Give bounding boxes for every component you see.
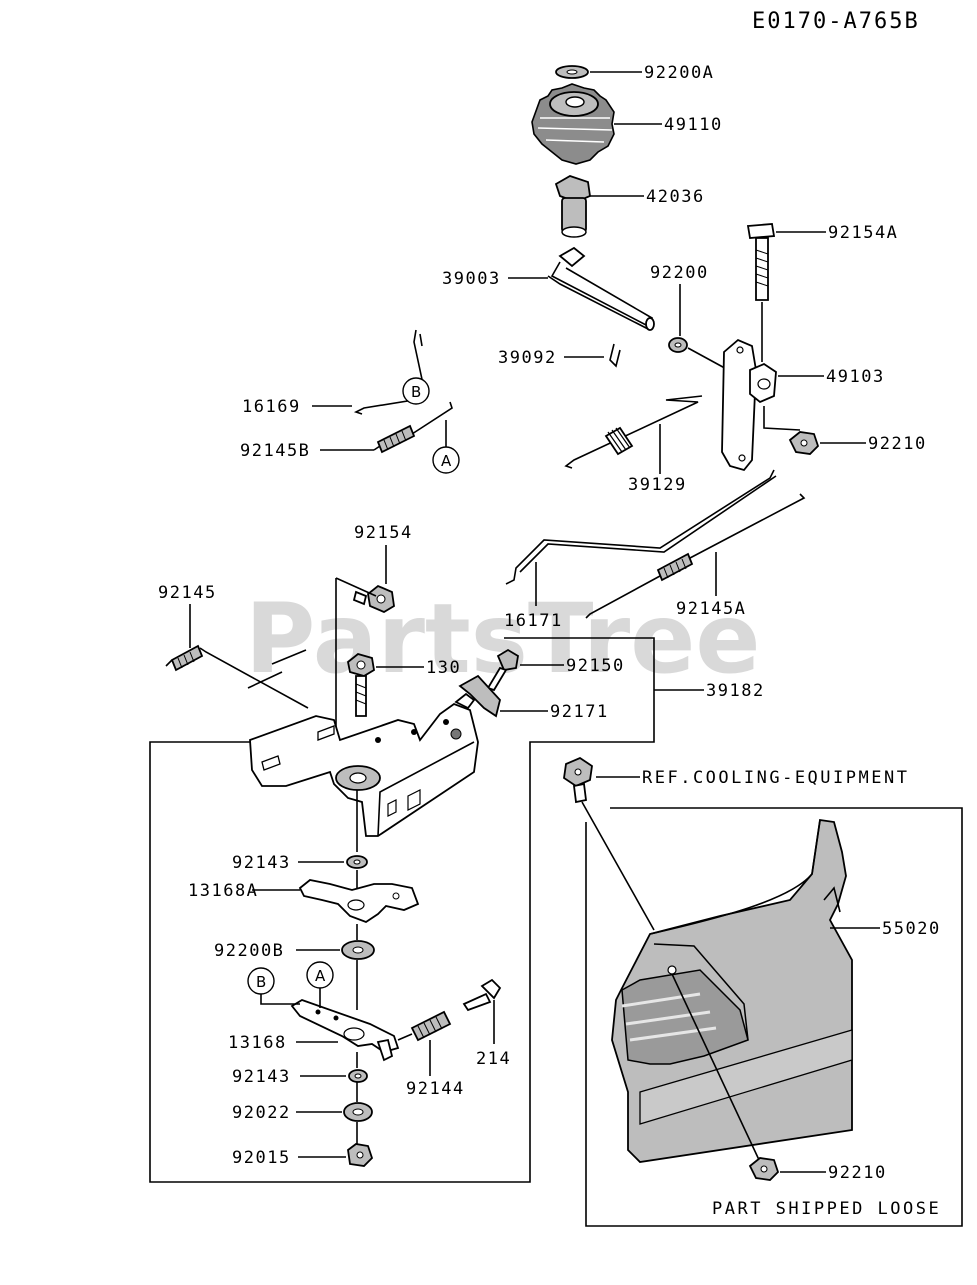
part-92150-screw[interactable] <box>486 648 519 692</box>
label-92143-a[interactable]: 92143 <box>232 853 291 873</box>
label-92210-top[interactable]: 92210 <box>868 434 927 454</box>
label-13168A[interactable]: 13168A <box>188 881 258 901</box>
part-13168A-lever[interactable] <box>298 879 420 924</box>
label-49103[interactable]: 49103 <box>826 367 885 387</box>
label-92200[interactable]: 92200 <box>650 263 709 283</box>
label-92022[interactable]: 92022 <box>232 1103 291 1123</box>
label-39129[interactable]: 39129 <box>628 475 687 495</box>
label-92200A[interactable]: 92200A <box>644 63 714 83</box>
label-92144[interactable]: 92144 <box>406 1079 465 1099</box>
callout-A-top-label: A <box>441 452 452 470</box>
label-39182[interactable]: 39182 <box>706 681 765 701</box>
part-ref-cooling-bolt[interactable] <box>563 756 593 804</box>
label-42036[interactable]: 42036 <box>646 187 705 207</box>
label-92145A[interactable]: 92145A <box>676 599 746 619</box>
part-42036-collar[interactable] <box>554 175 591 238</box>
part-130-bolt[interactable] <box>347 653 375 717</box>
part-49103-lever-plate[interactable] <box>721 338 777 472</box>
diagram-code: E0170-A765B <box>752 9 920 34</box>
callout-B-top <box>402 377 430 405</box>
callout-B-top-label: B <box>411 383 421 401</box>
label-ref-cooling-equipment[interactable]: REF.COOLING-EQUIPMENT <box>642 768 909 788</box>
label-92145B[interactable]: 92145B <box>240 441 310 461</box>
part-92200-washer[interactable] <box>668 337 688 353</box>
part-92143-washer-b[interactable] <box>348 1069 368 1083</box>
part-39129-spring-rod[interactable] <box>564 395 703 469</box>
label-16169[interactable]: 16169 <box>242 397 301 417</box>
part-16169-rod[interactable] <box>353 329 427 415</box>
label-49110[interactable]: 49110 <box>664 115 723 135</box>
label-92210-bottom[interactable]: 92210 <box>828 1163 887 1183</box>
label-39092[interactable]: 39092 <box>498 348 557 368</box>
callout-A-top <box>432 446 460 474</box>
label-92145[interactable]: 92145 <box>158 583 217 603</box>
part-92143-washer-a[interactable] <box>346 855 368 869</box>
part-92015-nut[interactable] <box>347 1143 374 1167</box>
label-130[interactable]: 130 <box>426 658 461 678</box>
part-92210-nut-top[interactable] <box>788 431 820 455</box>
callout-B-bottom-label: B <box>256 973 266 991</box>
part-92200A-washer[interactable] <box>555 65 589 79</box>
label-92171[interactable]: 92171 <box>550 702 609 722</box>
part-92200B-washer[interactable] <box>341 940 375 960</box>
part-13168-lever[interactable] <box>290 999 400 1062</box>
part-92145B-spring[interactable] <box>373 401 453 454</box>
part-92210-nut-bottom[interactable] <box>748 1157 780 1181</box>
label-92200B[interactable]: 92200B <box>214 941 284 961</box>
part-92144-spring[interactable] <box>397 1010 452 1042</box>
label-13168[interactable]: 13168 <box>228 1033 287 1053</box>
part-55020-cover[interactable] <box>611 818 853 1163</box>
part-92154A-bolt[interactable] <box>746 223 776 301</box>
label-92154[interactable]: 92154 <box>354 523 413 543</box>
label-214[interactable]: 214 <box>476 1049 511 1069</box>
part-39092-pin[interactable] <box>609 343 621 368</box>
part-92145-spring[interactable] <box>165 644 309 709</box>
label-92015[interactable]: 92015 <box>232 1148 291 1168</box>
part-92022-washer[interactable] <box>343 1102 373 1122</box>
label-55020[interactable]: 55020 <box>882 919 941 939</box>
part-39182-bracket[interactable] <box>249 702 479 837</box>
part-92171-clip[interactable] <box>454 674 501 718</box>
note-part-shipped-loose: PART SHIPPED LOOSE <box>712 1199 941 1219</box>
part-16171-rod[interactable] <box>505 469 777 585</box>
label-92150[interactable]: 92150 <box>566 656 625 676</box>
label-39003[interactable]: 39003 <box>442 269 501 289</box>
part-92145A-spring[interactable] <box>585 493 806 619</box>
part-39003-shaft-lever[interactable] <box>547 246 655 331</box>
part-92154-bolt[interactable] <box>352 584 395 614</box>
part-214-screw[interactable] <box>462 978 502 1012</box>
part-49110-gear[interactable] <box>531 83 615 165</box>
label-92143-b[interactable]: 92143 <box>232 1067 291 1087</box>
label-92154A[interactable]: 92154A <box>828 223 898 243</box>
callout-A-bottom-label: A <box>315 967 326 985</box>
label-16171[interactable]: 16171 <box>504 611 563 631</box>
